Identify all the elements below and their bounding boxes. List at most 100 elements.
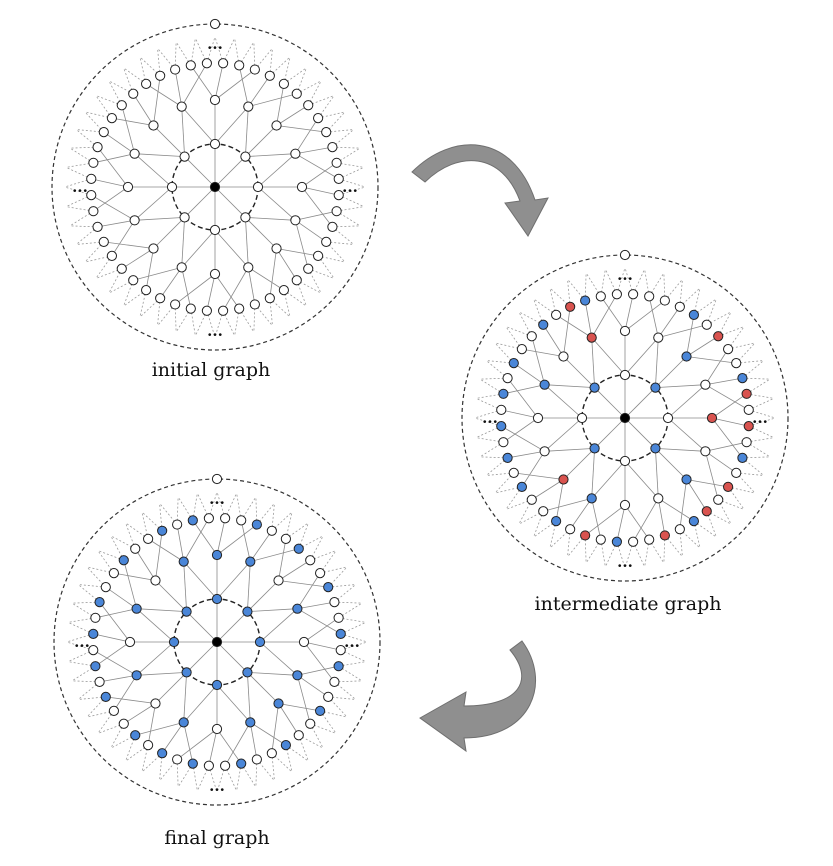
edge bbox=[569, 498, 593, 530]
edge bbox=[513, 362, 545, 386]
graph-node bbox=[315, 568, 326, 579]
edge bbox=[563, 306, 571, 357]
graph-node bbox=[273, 575, 284, 586]
edge bbox=[521, 451, 545, 488]
edge bbox=[259, 608, 298, 643]
caption-initial-graph: initial graph bbox=[152, 359, 271, 381]
outer-node bbox=[211, 473, 223, 485]
graph-node bbox=[313, 113, 324, 124]
edge bbox=[136, 672, 187, 676]
graph-node bbox=[240, 151, 251, 162]
edge bbox=[176, 524, 185, 562]
edge bbox=[303, 641, 341, 651]
edge bbox=[186, 641, 218, 673]
edge bbox=[176, 728, 218, 760]
graph-node bbox=[303, 100, 314, 111]
graph-node bbox=[619, 455, 631, 467]
graph-node bbox=[741, 437, 752, 448]
ellipsis-bottom: ... bbox=[207, 322, 223, 340]
edge bbox=[247, 608, 298, 612]
graph-node bbox=[249, 64, 260, 75]
graph-node bbox=[558, 474, 569, 485]
graph-node bbox=[179, 151, 190, 162]
graph-node bbox=[209, 138, 221, 150]
graph-node bbox=[271, 120, 282, 131]
graph-node bbox=[179, 212, 190, 223]
graph-node bbox=[141, 285, 152, 296]
graph-node bbox=[88, 157, 99, 168]
edge bbox=[297, 665, 339, 676]
graph-node bbox=[251, 519, 262, 530]
graph-node bbox=[236, 515, 247, 526]
graph-node bbox=[496, 404, 507, 415]
graph-node bbox=[674, 301, 685, 312]
edge bbox=[135, 721, 184, 736]
graph-node bbox=[508, 467, 519, 478]
graph-node bbox=[595, 534, 606, 545]
edge bbox=[278, 580, 329, 588]
edge bbox=[303, 641, 335, 683]
graph-node bbox=[172, 519, 183, 530]
graph-node bbox=[321, 236, 332, 247]
graph-node bbox=[116, 100, 127, 111]
graph-node bbox=[681, 351, 692, 362]
edge bbox=[99, 601, 131, 643]
graph-node bbox=[313, 250, 324, 261]
edge bbox=[216, 518, 226, 556]
node-group bbox=[88, 473, 346, 771]
edge bbox=[303, 617, 339, 643]
graph-node bbox=[291, 275, 302, 286]
edge bbox=[591, 294, 618, 338]
graph-node bbox=[141, 78, 152, 89]
graph-node bbox=[203, 513, 214, 524]
ellipsis-right: ... bbox=[342, 178, 358, 196]
edge bbox=[134, 548, 156, 581]
graph-node bbox=[498, 437, 509, 448]
graph-node bbox=[700, 446, 711, 457]
edge bbox=[155, 580, 187, 612]
edge bbox=[181, 267, 192, 309]
graph-node bbox=[150, 575, 161, 586]
graph-node bbox=[280, 740, 291, 751]
graph-node bbox=[100, 691, 111, 702]
graph-node bbox=[148, 120, 159, 131]
graph-node bbox=[106, 250, 117, 261]
graph-node bbox=[98, 127, 109, 138]
edge bbox=[216, 611, 248, 643]
edge bbox=[245, 125, 277, 157]
edge bbox=[295, 117, 319, 154]
edge bbox=[276, 248, 298, 281]
edge bbox=[97, 146, 129, 188]
edge bbox=[655, 384, 706, 388]
graph-node bbox=[94, 597, 105, 608]
graph-node bbox=[731, 467, 742, 478]
graph-node bbox=[737, 452, 748, 463]
edge bbox=[624, 294, 634, 332]
graph-node bbox=[108, 568, 119, 579]
edge bbox=[648, 296, 659, 338]
graph-node bbox=[498, 388, 509, 399]
graph-node bbox=[329, 676, 340, 687]
graph-node bbox=[551, 309, 562, 320]
graph-node bbox=[586, 493, 597, 504]
graph-node bbox=[589, 382, 600, 393]
edge bbox=[544, 384, 595, 388]
graph-node bbox=[551, 516, 562, 527]
edge bbox=[121, 105, 136, 154]
graph-node bbox=[280, 533, 291, 544]
graph-node bbox=[185, 303, 196, 314]
edge bbox=[531, 479, 564, 501]
graph-node bbox=[681, 474, 692, 485]
graph-node bbox=[327, 142, 338, 153]
graph-node bbox=[252, 181, 264, 193]
graph-node bbox=[526, 331, 537, 342]
graph-node bbox=[674, 524, 685, 535]
graph-node bbox=[589, 443, 600, 454]
edge bbox=[181, 106, 216, 145]
initial-graph: ............ bbox=[51, 18, 379, 351]
edge bbox=[301, 162, 337, 188]
edge bbox=[686, 479, 708, 512]
edge bbox=[99, 674, 137, 683]
edge bbox=[214, 69, 256, 101]
